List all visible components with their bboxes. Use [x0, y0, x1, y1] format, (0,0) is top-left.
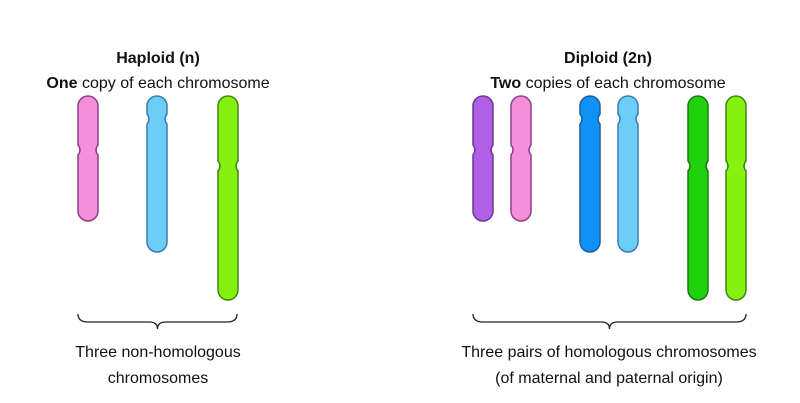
haploid-subtitle-bold: One: [46, 75, 78, 92]
diploid-brace: [472, 313, 747, 330]
diploid-caption-line1: Three pairs of homologous chromosomes: [461, 344, 757, 361]
diploid-blue-chromosome: [579, 95, 601, 253]
diploid-subtitle-rest: copies of each chromosome: [521, 75, 726, 92]
diploid-light-green-chromosome: [725, 95, 747, 301]
haploid-brace: [77, 313, 238, 330]
haploid-light-blue-chromosome: [146, 95, 168, 253]
diploid-light-blue-chromosome: [617, 95, 639, 253]
diploid-subtitle-bold: Two: [490, 75, 522, 92]
haploid-subtitle-rest: copy of each chromosome: [77, 75, 270, 92]
haploid-light-green-chromosome: [217, 95, 239, 301]
diploid-green-chromosome: [687, 95, 709, 301]
diploid-caption-line2: (of maternal and paternal origin): [495, 370, 723, 387]
haploid-pink-chromosome: [77, 95, 99, 222]
diploid-subtitle: Two copies of each chromosome: [490, 75, 725, 93]
haploid-caption-line1: Three non-homologous: [75, 344, 241, 361]
diploid-purple-chromosome: [472, 95, 494, 222]
diploid-pink-chromosome: [510, 95, 532, 222]
haploid-caption-line2: chromosomes: [107, 370, 209, 387]
haploid-subtitle: One copy of each chromosome: [46, 75, 269, 93]
haploid-title: Haploid (n): [116, 50, 200, 67]
diploid-title: Diploid (2n): [564, 50, 652, 67]
